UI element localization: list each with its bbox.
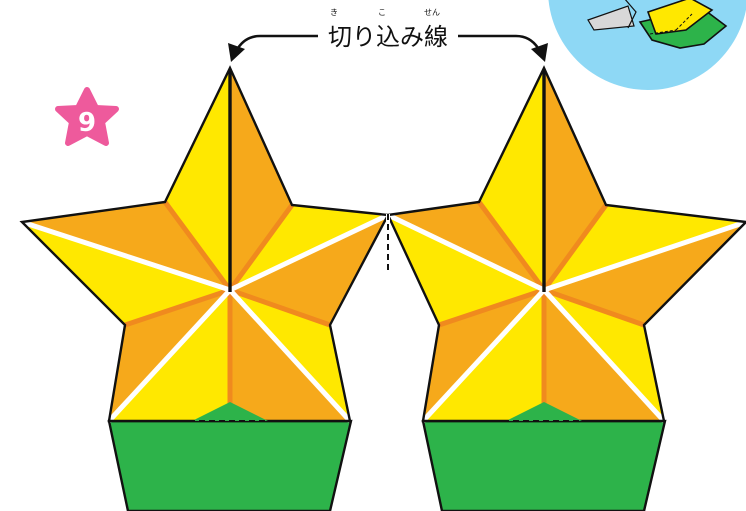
stem-right [421,419,667,511]
curved-arrow-right-icon [458,34,548,62]
cut-line-text: 切り込み線 [328,23,448,51]
cut-line-label: 切り込み線 き こ せん [228,8,548,62]
pink-star-badge-icon [55,87,119,146]
star-right [386,65,746,511]
step-number: 9 [78,108,96,138]
inset-illustration [548,0,746,90]
ruby-sen: せん [424,8,440,17]
curved-arrow-left-icon [228,34,318,62]
ruby-ko: こ [378,8,386,17]
step-badge: 9 [55,87,119,146]
star-left [19,65,390,511]
ruby-ki: き [330,8,338,17]
stem-left [107,419,353,511]
